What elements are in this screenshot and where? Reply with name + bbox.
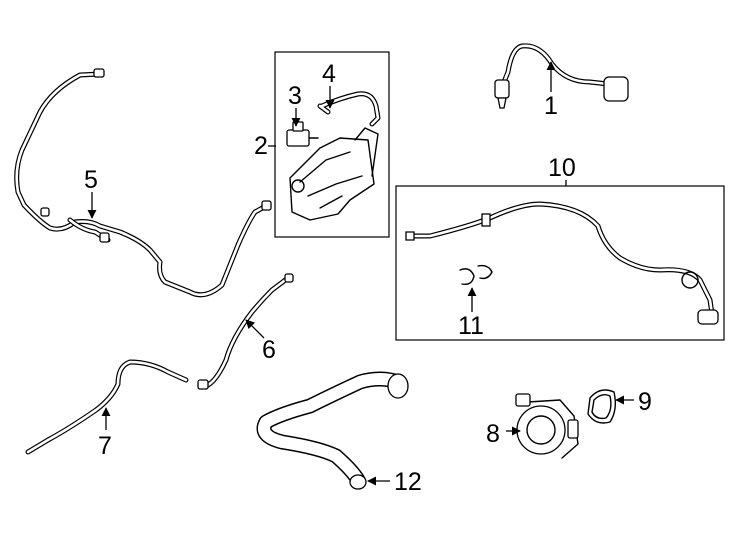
callout-8: 8	[486, 420, 500, 448]
part-12-hose	[256, 371, 409, 490]
part-6-line	[197, 273, 294, 390]
part-5-vapor-line	[14, 68, 272, 298]
callout-11: 11	[458, 312, 484, 340]
part-9-gasket	[587, 389, 617, 424]
callout-12: 12	[394, 468, 422, 496]
callout-2: 2	[254, 132, 268, 160]
part-7-line	[25, 359, 189, 455]
callout-4: 4	[322, 60, 336, 88]
leader-lines	[87, 61, 634, 486]
callout-7: 7	[98, 432, 112, 460]
part-1-sensor	[494, 43, 629, 109]
callout-9: 9	[638, 388, 652, 416]
part-10-box	[395, 185, 725, 341]
part-8-vacuum-pump	[515, 393, 579, 459]
callout-10: 10	[548, 154, 576, 182]
callout-3: 3	[288, 82, 302, 110]
callout-1: 1	[544, 92, 558, 120]
callout-5: 5	[84, 166, 98, 194]
callout-6: 6	[262, 336, 276, 364]
